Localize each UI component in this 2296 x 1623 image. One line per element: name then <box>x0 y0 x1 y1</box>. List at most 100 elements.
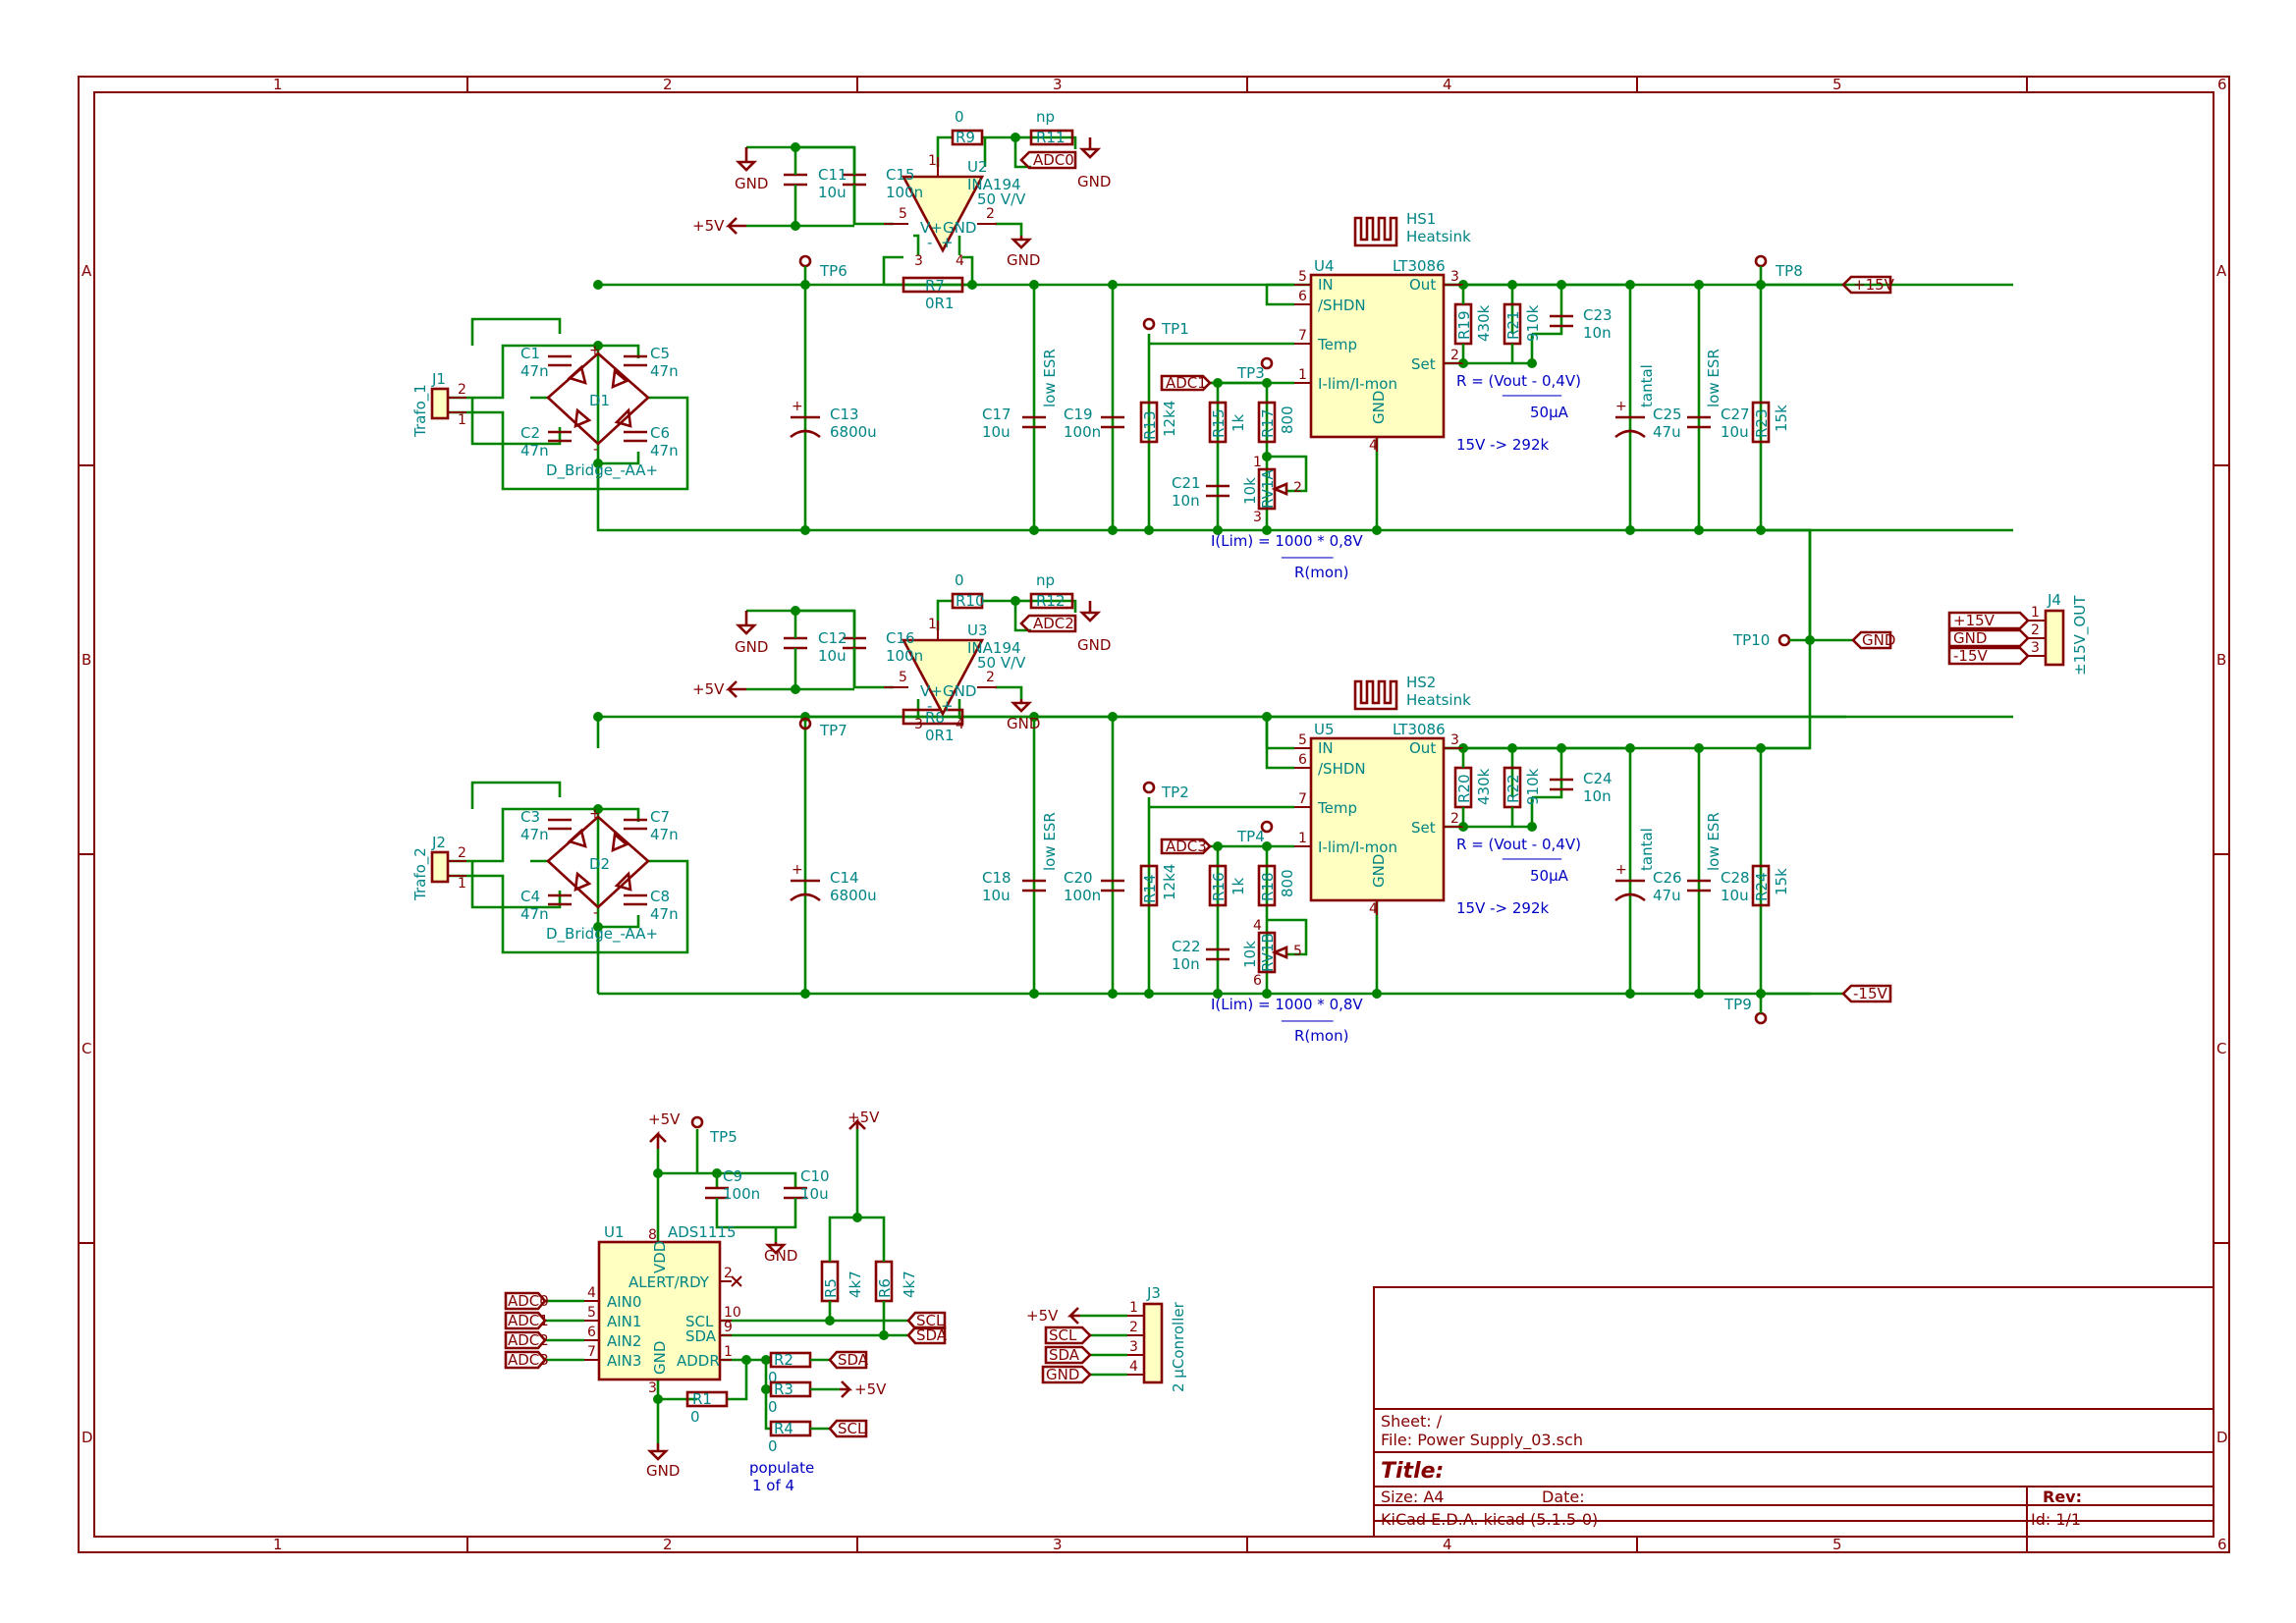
r4-val: 0 <box>768 1437 778 1455</box>
svg-text:2: 2 <box>1293 480 1302 496</box>
svg-text:6: 6 <box>1298 289 1307 304</box>
svg-text:5: 5 <box>1293 944 1302 959</box>
temp-circuit: TP1 R13 12k4 <box>1139 317 1189 444</box>
gnd-label: GND <box>1077 173 1111 190</box>
populate-note: populate <box>749 1459 814 1477</box>
output-caps: + C26 47u tantal C28 10u low ESR R24 15k <box>1614 812 1790 907</box>
u5-pin: Out <box>1409 739 1436 757</box>
svg-text:4: 4 <box>956 253 964 269</box>
svg-text:1: 1 <box>928 617 937 632</box>
cap-ref: C1 <box>520 345 540 362</box>
row-label: B <box>2216 651 2226 669</box>
u4-pin: IN <box>1318 276 1334 294</box>
svg-text:+: + <box>1615 862 1627 878</box>
shunt-resistor-r7: R7 0R1 <box>902 276 964 312</box>
hs2-ref: HS2 <box>1406 674 1436 691</box>
address-select: R1 0 R2 0 SDA R3 0 +5V R4 0 SCL populate… <box>685 1350 887 1494</box>
cap-ref: C28 <box>1721 869 1750 887</box>
r12-val: np <box>1036 571 1055 589</box>
p5v-label: +5V <box>847 1109 880 1126</box>
cap-ref: C8 <box>650 888 670 905</box>
r-ref: R14 <box>1141 874 1159 903</box>
u5-pin: Set <box>1411 819 1436 837</box>
regulator-u5: IN /SHDN Temp I-lim/I-mon GND Out Set 56… <box>1265 717 1463 917</box>
svg-text:5: 5 <box>899 206 907 222</box>
svg-text:6: 6 <box>1253 973 1262 989</box>
rail-label: -15V <box>1853 985 1887 1002</box>
cap-val: 47u <box>1653 887 1681 904</box>
r-val: 910k <box>1524 768 1542 805</box>
shunt-resistor-r8: R8 0R1 <box>902 708 964 744</box>
u1-pin: ADDR <box>677 1352 720 1370</box>
temp-circuit: TP2 R14 12k4 <box>1139 781 1189 907</box>
cap-ref: C25 <box>1653 406 1682 423</box>
svg-text:2: 2 <box>1450 348 1459 363</box>
u4-pin: /SHDN <box>1318 297 1366 314</box>
formula-line: ________ <box>1502 379 1562 398</box>
pot-ref: RV1B <box>1259 933 1277 972</box>
cap-val: 10u <box>1721 423 1749 441</box>
u1-pin: AIN3 <box>607 1352 641 1370</box>
cap-ref: C17 <box>982 406 1011 423</box>
hs1-val: Heatsink <box>1406 228 1471 245</box>
tb-tool: KiCad E.D.A. kicad (5.1.5-0) <box>1381 1510 1598 1529</box>
input-caps: C18 10u C20 100n low ESR <box>982 812 1124 904</box>
rail-label: +15V <box>1853 276 1895 294</box>
pot-ref: RV1A <box>1259 469 1277 509</box>
tb-file: File: Power Supply_03.sch <box>1381 1431 1583 1450</box>
adc-label: ADC2 <box>508 1331 549 1349</box>
cap-val: 10n <box>1172 955 1200 973</box>
col-label: 3 <box>1053 76 1063 93</box>
svg-text:6: 6 <box>1298 752 1307 768</box>
ground-node: TP10 GND <box>1732 528 1895 750</box>
cap-ref: C3 <box>520 808 540 826</box>
u2-gain: 50 V/V <box>977 190 1026 208</box>
cap-ref: C2 <box>520 424 540 442</box>
adc-input-labels: ADC0 ADC1 ADC2 ADC3 <box>504 1291 549 1370</box>
r10-ref: R10 <box>956 592 985 610</box>
formula-line: ________ <box>1502 842 1562 861</box>
col-label: 1 <box>273 1536 283 1553</box>
adc-u1: AIN0 AIN1 AIN2 AIN3 ALERT/RDY SCL SDA AD… <box>584 1223 742 1396</box>
mon-circuit: ADC1 TP3 R15 1k R17 800 C21 10n RV1A 10k… <box>1160 356 1302 525</box>
example: 15V -> 292k <box>1456 436 1549 454</box>
r4-ref: R4 <box>774 1420 793 1437</box>
cap-val: 47n <box>520 362 549 380</box>
d2-ref: D2 <box>589 855 610 873</box>
lowesr-label: low ESR <box>1705 349 1722 407</box>
connector-j2: J2 Trafo_2 21 <box>411 834 466 901</box>
u1-ref: U1 <box>604 1223 625 1241</box>
svg-text:4: 4 <box>1369 438 1378 454</box>
r-val: 430k <box>1475 768 1493 805</box>
gnd-label: GND <box>1077 636 1111 654</box>
r-val: 430k <box>1475 304 1493 342</box>
decoupling-caps: C11 10u C15 100n GND GND GND +5V <box>692 137 1111 269</box>
cap-ref: C18 <box>982 869 1011 887</box>
svg-text:3: 3 <box>1253 510 1262 525</box>
r9-ref: R9 <box>956 129 975 146</box>
bulk-cap-c14: + C14 6800u <box>790 862 877 904</box>
cap-val: 10u <box>1721 887 1749 904</box>
bridge-caps: C1 47n C5 47n C2 47n C6 47n <box>520 345 679 460</box>
sda-label: SDA <box>916 1326 948 1344</box>
r-val: 15k <box>1773 405 1790 432</box>
svg-text:V+: V+ <box>920 219 943 237</box>
u4-pin: Set <box>1411 355 1436 373</box>
r-ref: R21 <box>1504 310 1522 340</box>
u4-pin: I-lim/I-mon <box>1318 375 1397 393</box>
r8-val: 0R1 <box>925 727 955 744</box>
svg-text:5: 5 <box>1298 732 1307 748</box>
cap-val: 10n <box>1583 324 1612 342</box>
tb-size: Size: A4 <box>1381 1488 1444 1506</box>
tantal-label: tantal <box>1638 364 1656 407</box>
r2-net: SDA <box>838 1351 869 1369</box>
svg-text:5: 5 <box>899 670 907 685</box>
r-val: 4k7 <box>847 1271 864 1298</box>
r-ref: R23 <box>1753 408 1771 438</box>
ilim: R(mon) <box>1294 564 1348 581</box>
r7-ref: R7 <box>925 277 945 295</box>
tb-id: Id: 1/1 <box>2031 1510 2081 1529</box>
row-label: C <box>2216 1040 2226 1057</box>
